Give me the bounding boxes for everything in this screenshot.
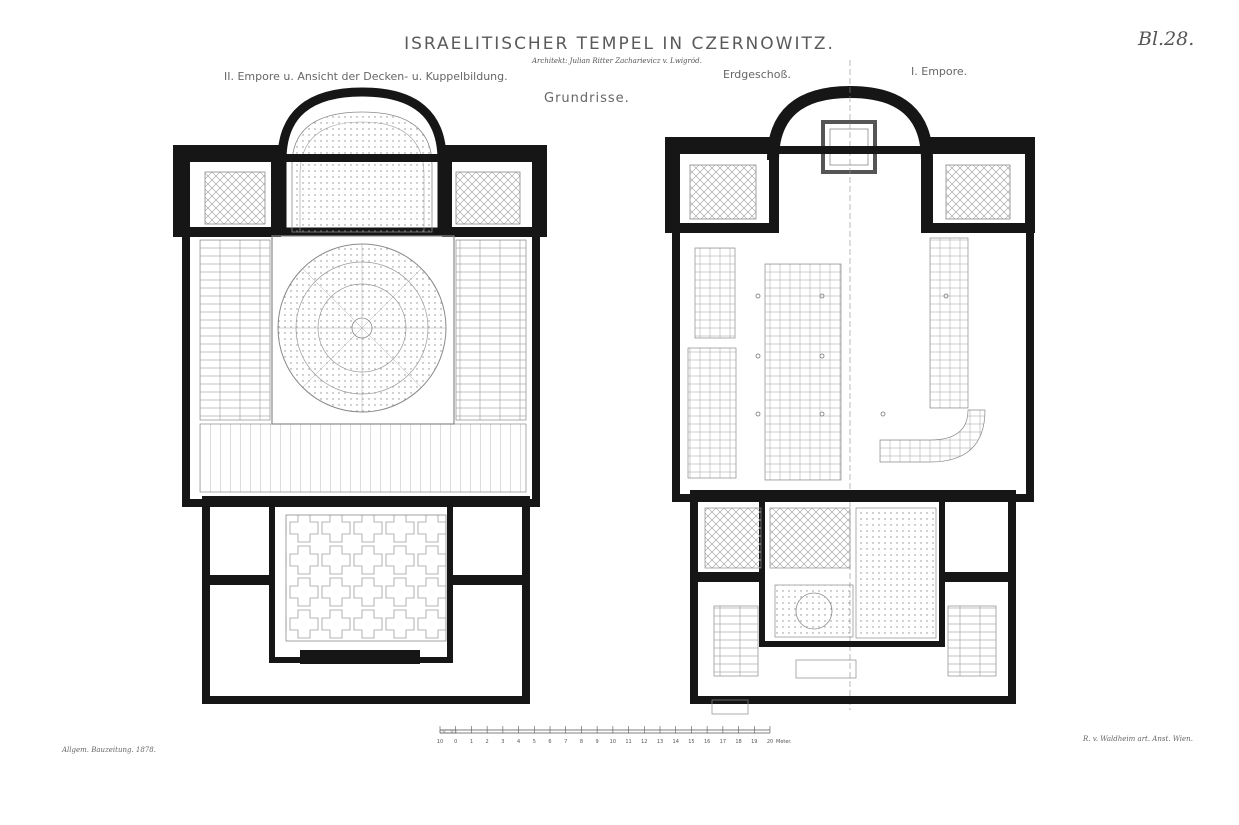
scale-tick-label: 1 bbox=[470, 739, 473, 745]
scale-tick-label: 2 bbox=[486, 739, 489, 745]
scale-tick-label: 12 bbox=[641, 739, 647, 745]
scale-tick-label: 4 bbox=[517, 739, 520, 745]
scale-unit-label: Meter. bbox=[776, 739, 792, 745]
scale-tick-label: 15 bbox=[688, 739, 694, 745]
drawing-title: ISRAELITISCHER TEMPEL IN CZERNOWITZ. bbox=[404, 34, 835, 54]
printer-credit: R. v. Waldheim art. Anst. Wien. bbox=[1083, 735, 1193, 743]
plan-ground-and-first-gallery bbox=[665, 60, 1035, 715]
architect-credit: Architekt: Julian Ritter Zacharievicz v.… bbox=[532, 57, 702, 65]
plans-heading: Grundrisse. bbox=[544, 91, 630, 106]
scale-tick-label: 13 bbox=[657, 739, 663, 745]
scale-tick-label: 10 bbox=[610, 739, 616, 745]
scale-tick-label: 0 bbox=[454, 739, 457, 745]
scale-tick-label: 11 bbox=[625, 739, 631, 745]
scale-tick-label: 8 bbox=[580, 739, 583, 745]
plan-upper-gallery bbox=[173, 87, 547, 704]
scale-tick-label: 9 bbox=[596, 739, 599, 745]
publication-credit: Allgem. Bauzeitung. 1878. bbox=[62, 746, 156, 754]
scale-tick-label: 18 bbox=[735, 739, 741, 745]
scale-tick-label: 10 bbox=[437, 739, 443, 745]
scale-tick-label: 14 bbox=[673, 739, 679, 745]
label-upper-gallery: II. Empore u. Ansicht der Decken- u. Kup… bbox=[224, 70, 508, 83]
scale-tick-label: 20 bbox=[767, 739, 773, 745]
scale-tick-label: 7 bbox=[564, 739, 567, 745]
scale-tick-label: 5 bbox=[533, 739, 536, 745]
label-first-gallery: I. Empore. bbox=[911, 65, 968, 78]
scale-tick-label: 16 bbox=[704, 739, 710, 745]
scale-tick-label: 17 bbox=[720, 739, 726, 745]
scale-tick-label: 19 bbox=[751, 739, 757, 745]
label-ground-floor: Erdgeschoß. bbox=[723, 68, 791, 81]
scale-tick-label: 6 bbox=[548, 739, 551, 745]
scale-tick-label: 3 bbox=[501, 739, 504, 745]
sheet-number: Bl.28. bbox=[1138, 28, 1195, 50]
